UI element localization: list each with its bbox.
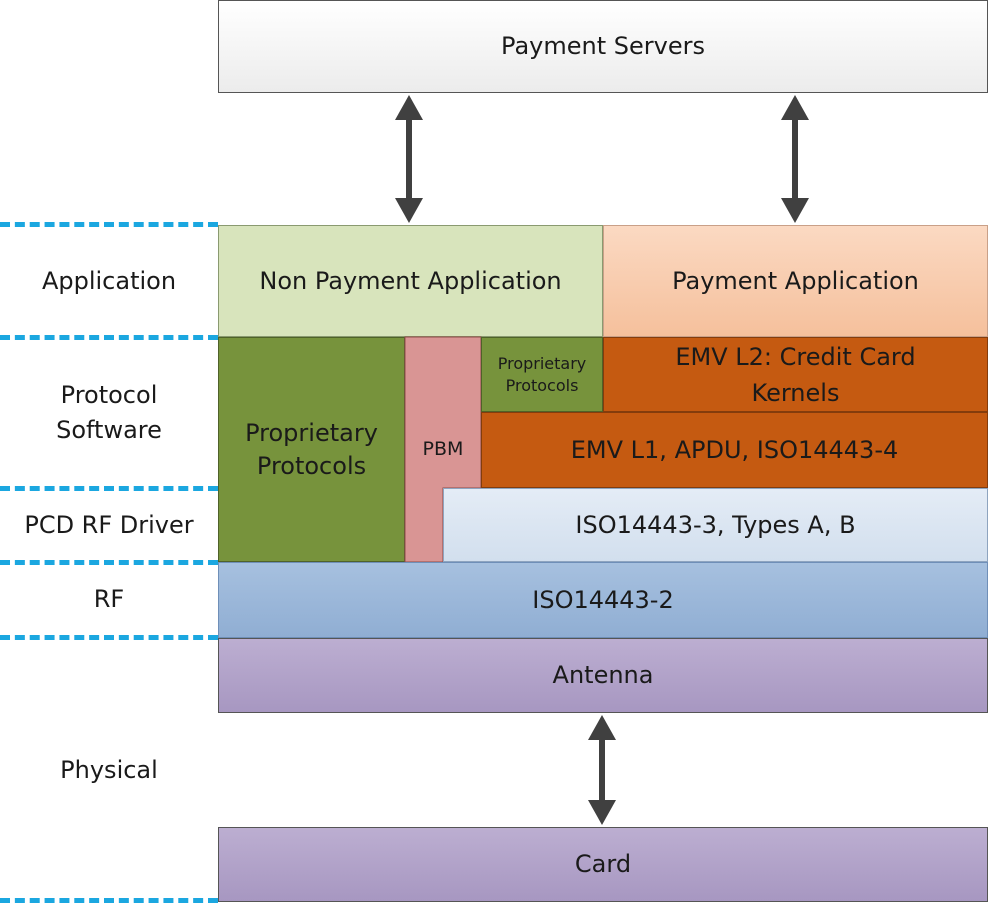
pbm-label: PBM xyxy=(422,438,464,461)
iso14443-3-block: ISO14443-3, Types A, B xyxy=(443,488,988,562)
payment-servers-block: Payment Servers xyxy=(218,0,988,93)
layer-label-physical: Physical xyxy=(60,755,158,784)
proprietary-protocols-small-block: Proprietary Protocols xyxy=(481,337,603,412)
payment-application-block: Payment Application xyxy=(603,225,988,337)
non-payment-application-block: Non Payment Application xyxy=(218,225,603,337)
layer-label-application: Application xyxy=(41,266,177,295)
proprietary-protocols-small-label: Proprietary Protocols xyxy=(497,353,587,395)
layer-label-pcd-rf-driver: PCD RF Driver xyxy=(24,510,194,539)
card-label: Card xyxy=(574,850,632,879)
emv-l1-label: EMV L1, APDU, ISO14443-4 xyxy=(570,435,899,464)
layer-divider-driver xyxy=(0,560,218,565)
layer-label-protocol-software: Protocol Software xyxy=(0,337,218,488)
payment-application-label: Payment Application xyxy=(672,266,919,295)
emv-l1-block: EMV L1, APDU, ISO14443-4 xyxy=(481,412,988,488)
layer-divider-application xyxy=(0,335,218,340)
iso14443-2-block: ISO14443-2 xyxy=(218,562,988,638)
layer-label-rf: RF xyxy=(93,585,125,614)
layer-divider-protocol xyxy=(0,486,218,491)
emv-l2-label: EMV L2: Credit Card Kernels xyxy=(675,342,916,407)
proprietary-protocols-label: Proprietary Protocols xyxy=(245,419,378,480)
antenna-block: Antenna xyxy=(218,638,988,713)
arrow-servers-to-non-payment-app xyxy=(395,95,423,223)
non-payment-application-label: Non Payment Application xyxy=(259,266,562,295)
layer-divider-rf xyxy=(0,635,218,640)
arrow-antenna-to-card xyxy=(588,715,616,825)
emv-l2-block: EMV L2: Credit Card Kernels xyxy=(603,337,988,412)
card-block: Card xyxy=(218,827,988,902)
layer-divider-top xyxy=(0,222,218,227)
pbm-label-box: PBM xyxy=(405,420,481,480)
antenna-label: Antenna xyxy=(552,661,654,690)
layer-label-protocol-software-text: Protocol Software xyxy=(56,380,162,444)
proprietary-protocols-block: Proprietary Protocols xyxy=(218,337,405,562)
payment-servers-label: Payment Servers xyxy=(501,32,705,61)
arrow-servers-to-payment-app xyxy=(781,95,809,223)
layer-divider-bottom xyxy=(0,898,218,903)
iso14443-3-label: ISO14443-3, Types A, B xyxy=(575,510,856,539)
iso14443-2-label: ISO14443-2 xyxy=(532,585,674,614)
